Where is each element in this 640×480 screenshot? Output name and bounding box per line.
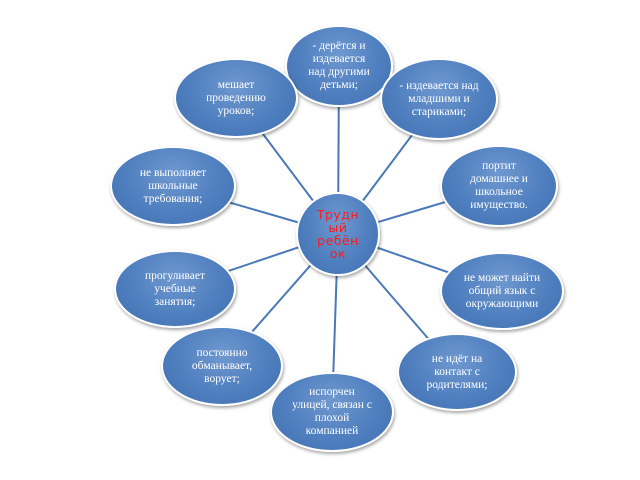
node-no-parent-contact: не идёт на контакт с родителями; (397, 333, 517, 411)
node-spoiled-by-street: испорчен улицей, связан с плохой компани… (270, 372, 394, 452)
node-fights: - дерётся и издевается над другими детьм… (285, 25, 393, 107)
center-node-difficult-child: Трудн ый ребён ок (296, 192, 380, 276)
center-node-label: Трудн ый ребён ок (316, 207, 360, 261)
node-damages-property: портит домашнее и школьное имущество. (440, 145, 558, 227)
node-label: не может найти общий язык с окружающими (463, 271, 541, 310)
node-label: испорчен улицей, связан с плохой компани… (292, 386, 372, 437)
node-label: мешает проведению уроков; (206, 78, 266, 117)
node-label: постоянно обманывает, ворует; (191, 346, 253, 385)
node-label: не идёт на контакт с родителями; (426, 352, 488, 391)
node-skips-classes: прогуливает учебные занятия; (114, 250, 236, 328)
node-label: прогуливает учебные занятия; (144, 269, 206, 308)
node-label: - дерётся и издевается над другими детьм… (308, 40, 370, 91)
node-mocks-elders: - издевается над младшими и стариками; (380, 58, 498, 140)
node-label: - издевается над младшими и стариками; (399, 79, 479, 118)
node-lies-steals: постоянно обманывает, ворует; (161, 326, 283, 406)
node-label: портит домашнее и школьное имущество. (470, 160, 528, 211)
node-ignores-school-rules: не выполняет школьные требования; (110, 146, 236, 226)
node-no-common-language: не может найти общий язык с окружающими (440, 252, 564, 330)
node-disrupts-lessons: мешает проведению уроков; (174, 58, 298, 138)
node-label: не выполняет школьные требования; (139, 166, 207, 205)
